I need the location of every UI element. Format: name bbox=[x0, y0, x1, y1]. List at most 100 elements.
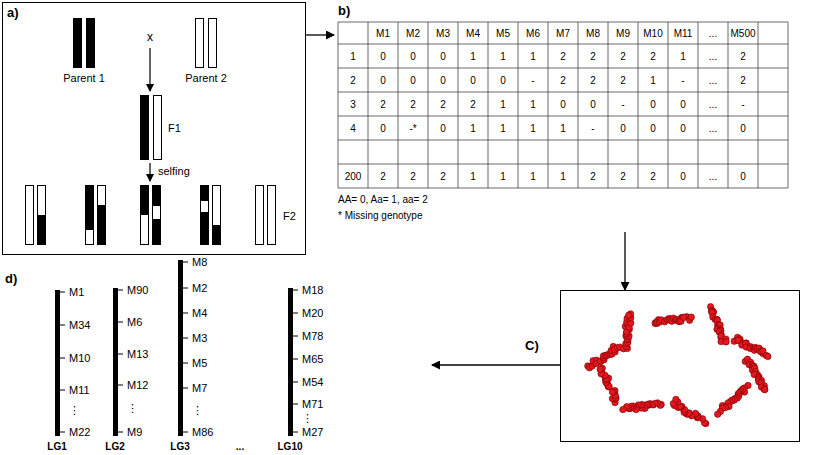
genotype-cell: 1 bbox=[650, 75, 656, 86]
row-label: 2 bbox=[350, 75, 356, 86]
grid-line bbox=[728, 22, 729, 188]
marker-dot bbox=[761, 386, 767, 392]
marker-tick bbox=[293, 359, 298, 360]
marker-name: M8 bbox=[192, 256, 207, 268]
genotype-cell: 0 bbox=[740, 171, 746, 182]
marker-name: M27 bbox=[302, 426, 323, 438]
genotype-cell: - bbox=[591, 123, 594, 134]
marker-name: M12 bbox=[127, 379, 148, 391]
generation-label: F2 bbox=[283, 210, 296, 222]
marker-dot bbox=[620, 406, 626, 412]
genotype-cell: 1 bbox=[500, 99, 506, 110]
marker-tick bbox=[183, 313, 188, 314]
marker-name: M5 bbox=[192, 357, 207, 369]
table-header: M4 bbox=[466, 28, 480, 39]
genotype-cell: 0 bbox=[380, 123, 386, 134]
marker-name: M71 bbox=[302, 398, 323, 410]
grid-line bbox=[548, 22, 549, 188]
table-grid bbox=[338, 22, 788, 188]
table-header: M9 bbox=[616, 28, 630, 39]
marker-name: M10 bbox=[69, 352, 90, 364]
marker-tick bbox=[293, 290, 298, 291]
genotype-cell: 1 bbox=[530, 51, 536, 62]
f1-chromosomes bbox=[140, 95, 162, 160]
genotype-cell: 0 bbox=[380, 51, 386, 62]
grid-line bbox=[338, 140, 788, 141]
panel-c: C) bbox=[560, 290, 800, 442]
marker-tick bbox=[60, 390, 65, 391]
row-label: 1 bbox=[350, 51, 356, 62]
marker-dot bbox=[681, 314, 687, 320]
genotype-cell: 2 bbox=[470, 99, 476, 110]
genotype-cell: - bbox=[681, 75, 684, 86]
genotype-cell: 2 bbox=[560, 51, 566, 62]
genotype-cell: 2 bbox=[740, 51, 746, 62]
grid-line bbox=[368, 22, 369, 188]
panel-letter: d) bbox=[5, 272, 17, 286]
genotype-cell: 1 bbox=[500, 51, 506, 62]
genotype-key: AA= 0, Aa= 1, aa= 2 bbox=[338, 194, 428, 205]
genotype-cell: 0 bbox=[740, 123, 746, 134]
genotype-cell: 2 bbox=[590, 171, 596, 182]
marker-name: M54 bbox=[302, 376, 323, 388]
marker-tick bbox=[118, 354, 123, 355]
genotype-cell: ... bbox=[709, 123, 717, 134]
genotype-cell: 0 bbox=[650, 123, 656, 134]
genotype-cell: 0 bbox=[410, 75, 416, 86]
marker-tick bbox=[293, 432, 298, 433]
marker-dot bbox=[762, 386, 768, 392]
cross-arrow bbox=[149, 48, 150, 91]
genotype-cell: 2 bbox=[620, 75, 626, 86]
marker-name: M6 bbox=[127, 316, 142, 328]
marker-tick bbox=[118, 432, 123, 433]
ellipsis-mark: ⋮ bbox=[192, 404, 203, 416]
marker-name: M34 bbox=[69, 319, 90, 331]
grid-line bbox=[488, 22, 489, 188]
grid-line bbox=[338, 44, 788, 45]
flow-arrow bbox=[306, 34, 334, 35]
marker-clusters bbox=[585, 304, 772, 427]
table-header: ... bbox=[709, 28, 717, 39]
genotype-cell: 0 bbox=[680, 171, 686, 182]
marker-name: M4 bbox=[192, 307, 207, 319]
marker-dot bbox=[626, 312, 632, 318]
generation-label: Parent 1 bbox=[63, 72, 105, 84]
generation-label: Parent 2 bbox=[185, 72, 227, 84]
marker-ticks bbox=[60, 262, 298, 432]
table-header: M3 bbox=[436, 28, 450, 39]
genotype-cell: 0 bbox=[470, 75, 476, 86]
table-header: M2 bbox=[406, 28, 420, 39]
marker-tick bbox=[183, 338, 188, 339]
marker-dot bbox=[765, 353, 771, 359]
grid-line bbox=[338, 68, 788, 69]
group-label: LG2 bbox=[105, 441, 124, 452]
marker-name: M11 bbox=[69, 384, 90, 396]
marker-tick bbox=[293, 404, 298, 405]
genotype-cell: 1 bbox=[680, 51, 686, 62]
marker-name: M90 bbox=[127, 284, 148, 296]
genotype-cell: 1 bbox=[470, 123, 476, 134]
marker-tick bbox=[183, 288, 188, 289]
marker-name: M86 bbox=[192, 426, 213, 438]
marker-name: M13 bbox=[127, 348, 148, 360]
grid-line bbox=[518, 22, 519, 188]
grid-line bbox=[578, 22, 579, 188]
grid-line bbox=[338, 22, 788, 23]
table-header: M6 bbox=[526, 28, 540, 39]
marker-dot bbox=[688, 314, 694, 320]
grid-line bbox=[338, 116, 788, 117]
table-header: M500 bbox=[730, 28, 755, 39]
grid-line bbox=[608, 22, 609, 188]
marker-name: M9 bbox=[127, 426, 142, 438]
genotype-cell: 2 bbox=[650, 51, 656, 62]
group-label: LG1 bbox=[47, 441, 66, 452]
genotype-cell: 2 bbox=[620, 51, 626, 62]
marker-name: M18 bbox=[302, 284, 323, 296]
marker-name: M3 bbox=[192, 332, 207, 344]
genotype-cell: - bbox=[531, 75, 534, 86]
genotype-cell: 0 bbox=[620, 123, 626, 134]
marker-name: M20 bbox=[302, 307, 323, 319]
